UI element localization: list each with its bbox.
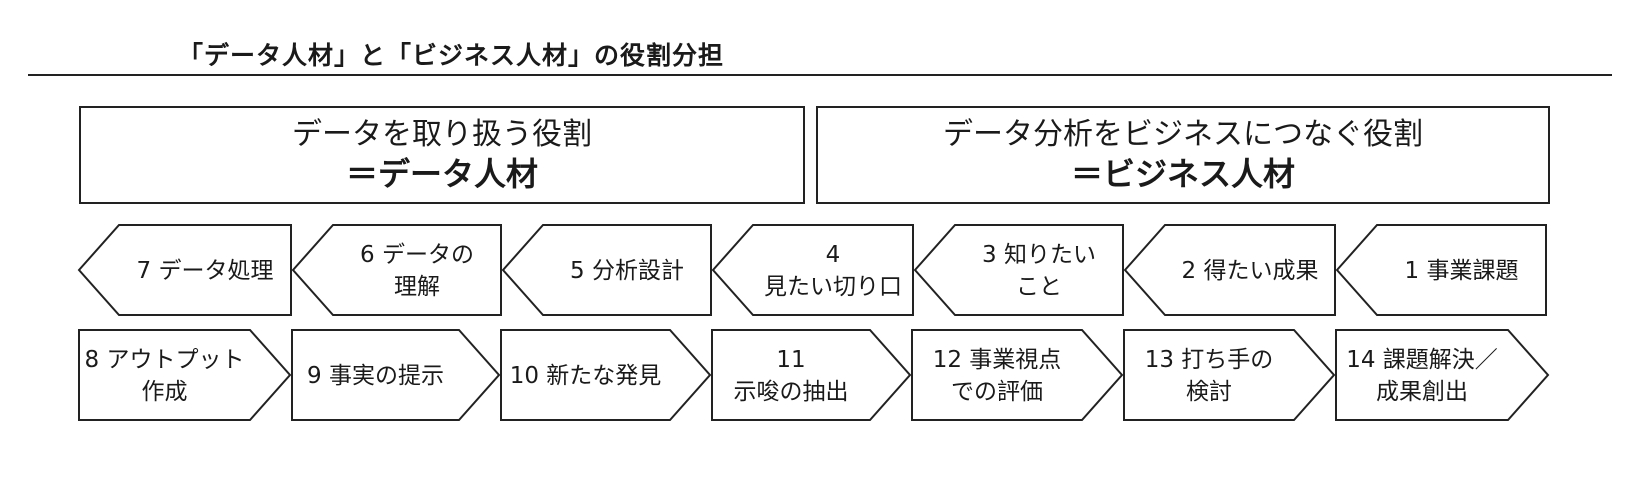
step-chevron	[913, 224, 1124, 316]
step-chevron	[291, 224, 502, 316]
flow-step-7: 7 データ処理	[77, 224, 292, 316]
step-label-line: 8 アウトプット	[85, 347, 245, 373]
step-chevron	[500, 329, 712, 421]
step-label-line: 4	[826, 242, 841, 268]
flow-step-2: 2 得たい成果	[1123, 224, 1336, 316]
data-role-description: データを取り扱う役割	[292, 117, 592, 152]
step-label-line: 7 データ処理	[137, 258, 274, 284]
step-label-line: 2 得たい成果	[1182, 258, 1319, 284]
step-label-line: 検討	[1186, 379, 1232, 405]
step-label-line: での評価	[951, 379, 1043, 405]
data-role-name: ＝データ人材	[345, 155, 538, 193]
flow-step-5: 5 分析設計	[501, 224, 712, 316]
step-label-line: 11	[776, 347, 805, 373]
flow-step-14: 14 課題解決／ 成果創出	[1335, 329, 1550, 421]
step-label-line: 6 データの	[360, 242, 474, 268]
step-label-line: 理解	[394, 274, 440, 300]
step-chevron	[501, 224, 712, 316]
flow-step-9: 9 事実の提示	[291, 329, 501, 421]
flow-step-11: 11 示唆の抽出	[711, 329, 912, 421]
step-chevron	[711, 224, 914, 316]
step-chevron	[1123, 224, 1336, 316]
step-chevron	[911, 329, 1124, 421]
flow-step-10: 10 新たな発見	[500, 329, 712, 421]
business-role-description: データ分析をビジネスにつなぐ役割	[943, 117, 1423, 152]
step-chevron	[1335, 329, 1550, 421]
step-label-line: 見たい切り口	[764, 274, 902, 300]
business-role-name: ＝ビジネス人材	[1070, 155, 1295, 193]
business-role-box: データ分析をビジネスにつなぐ役割 ＝ビジネス人材	[816, 106, 1550, 204]
step-chevron	[1123, 329, 1336, 421]
step-label-line: 3 知りたい	[982, 242, 1096, 268]
step-label-line: 9 事実の提示	[307, 363, 444, 389]
step-label-line: 5 分析設計	[570, 258, 684, 284]
title-divider	[28, 74, 1612, 76]
step-chevron	[711, 329, 912, 421]
step-label-line: こと	[1016, 274, 1062, 300]
step-label-line: 示唆の抽出	[734, 379, 849, 405]
step-chevron	[77, 224, 292, 316]
step-label-line: 成果創出	[1376, 379, 1468, 405]
step-label-line: 13 打ち手の	[1145, 347, 1274, 373]
step-chevron	[291, 329, 501, 421]
data-role-box: データを取り扱う役割 ＝データ人材	[79, 106, 805, 204]
step-label-line: 14 課題解決／	[1346, 347, 1498, 373]
flow-step-1: 1 事業課題	[1335, 224, 1547, 316]
step-chevron	[78, 329, 292, 421]
step-label-line: 12 事業視点	[933, 347, 1062, 373]
step-label-line: 1 事業課題	[1405, 258, 1519, 284]
step-chevron	[1335, 224, 1547, 316]
figure-title: 「データ人材」と「ビジネス人材」の役割分担	[178, 41, 725, 70]
step-label-line: 10 新たな発見	[510, 363, 662, 389]
step-label-line: 作成	[142, 379, 188, 405]
flow-step-4: 4 見たい切り口	[711, 224, 914, 316]
